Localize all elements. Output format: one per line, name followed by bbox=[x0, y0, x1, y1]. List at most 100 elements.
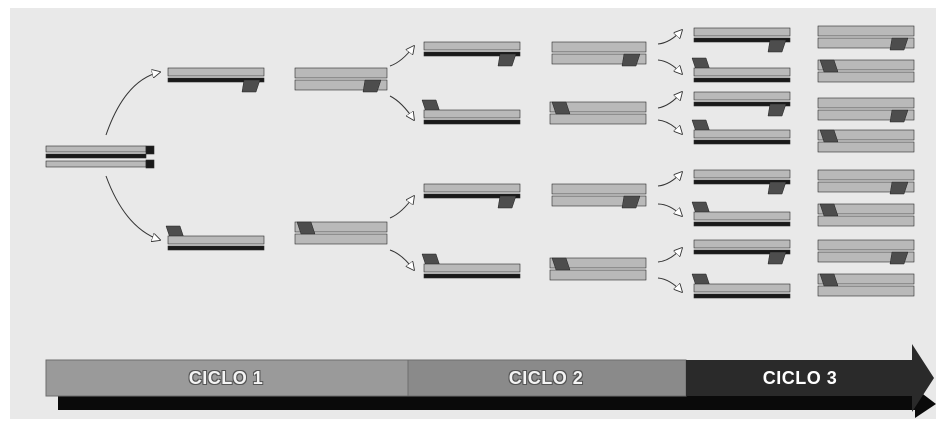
cycle-1-label: CICLO 1 bbox=[188, 368, 264, 388]
c3-f-8-strand-1 bbox=[817, 273, 915, 285]
arrow-c2-c3-4 bbox=[657, 119, 682, 134]
c3-f-7-primer bbox=[889, 251, 909, 265]
c2-c-1-top-strand bbox=[423, 41, 521, 51]
c1-b-upper-strand-1 bbox=[294, 67, 388, 79]
c3-e-3-bottom-strand bbox=[693, 101, 791, 107]
c3-e-6-top-strand bbox=[693, 211, 791, 221]
c3-e-7-primer bbox=[767, 251, 787, 265]
template-strand-bottom bbox=[45, 160, 147, 168]
c3-f-4-primer bbox=[819, 129, 839, 143]
c2-c-4-top-strand bbox=[423, 263, 521, 273]
c3-f-2-strand-2 bbox=[817, 71, 915, 83]
c3-e-7-bottom-strand bbox=[693, 249, 791, 255]
c3-e-5-top-strand bbox=[693, 169, 791, 179]
c3-e-8-bottom-strand bbox=[693, 293, 791, 299]
c2-c-4-bottom-strand bbox=[423, 273, 521, 279]
timeline-shadow-arrow bbox=[58, 388, 936, 418]
c2-d-3-primer bbox=[621, 195, 641, 209]
c3-f-4-strand-1 bbox=[817, 129, 915, 141]
c3-f-1-strand-2 bbox=[817, 37, 915, 49]
pcr-branching-diagram bbox=[45, 25, 936, 418]
c3-e-2-bottom-strand bbox=[693, 77, 791, 83]
cycle-3-label: CICLO 3 bbox=[762, 368, 838, 388]
c3-e-5-bottom-strand bbox=[693, 179, 791, 185]
c2-d-2-primer bbox=[551, 101, 571, 115]
c3-e-5-primer bbox=[767, 181, 787, 195]
c3-f-6-strand-2 bbox=[817, 215, 915, 227]
c2-d-4-primer bbox=[551, 257, 571, 271]
c3-f-1-strand-1 bbox=[817, 25, 915, 37]
c1-b-upper-strand-2 bbox=[294, 79, 388, 91]
arrow-c1-c2-2 bbox=[389, 95, 414, 120]
c3-e-6-bottom-strand bbox=[693, 221, 791, 227]
c1-a-upper-primer bbox=[241, 79, 261, 93]
c1-b-upper-primer bbox=[362, 79, 382, 93]
template-strand-top bbox=[45, 145, 147, 153]
c3-f-2-strand-1 bbox=[817, 59, 915, 71]
c3-f-2-primer bbox=[819, 59, 839, 73]
c1-a-lower-top-strand bbox=[167, 235, 265, 245]
arrow-c1-c2-3 bbox=[389, 196, 414, 219]
c2-d-4-strand-1 bbox=[549, 257, 647, 269]
c3-e-1-bottom-strand bbox=[693, 37, 791, 43]
arrow-c2-c3-5 bbox=[657, 172, 682, 187]
template-end-cap-bottom bbox=[145, 159, 155, 169]
c1-a-upper-bottom-strand bbox=[167, 77, 265, 83]
c3-f-7-strand-2 bbox=[817, 251, 915, 263]
c3-f-3-strand-1 bbox=[817, 97, 915, 109]
c3-e-4-top-strand bbox=[693, 129, 791, 139]
c1-b-lower-strand-1 bbox=[294, 221, 388, 233]
c3-f-5-strand-1 bbox=[817, 169, 915, 181]
c1-a-lower-bottom-strand bbox=[167, 245, 265, 251]
c2-c-2-top-strand bbox=[423, 109, 521, 119]
c2-d-2-strand-2 bbox=[549, 113, 647, 125]
c3-f-4-strand-2 bbox=[817, 141, 915, 153]
c2-d-1-strand-2 bbox=[551, 53, 647, 65]
c3-f-3-primer bbox=[889, 109, 909, 123]
c3-f-5-strand-2 bbox=[817, 181, 915, 193]
c3-f-6-strand-1 bbox=[817, 203, 915, 215]
c3-f-3-strand-2 bbox=[817, 109, 915, 121]
cycle-3-segment-arrow bbox=[686, 344, 934, 412]
arrow-c2-c3-1 bbox=[657, 30, 682, 45]
c2-c-2-bottom-strand bbox=[423, 119, 521, 125]
template-end-cap-top bbox=[145, 145, 155, 155]
c2-d-3-strand-1 bbox=[551, 183, 647, 195]
arrow-c2-c3-3 bbox=[657, 92, 682, 109]
c3-e-4-bottom-strand bbox=[693, 139, 791, 145]
c1-b-lower-primer bbox=[296, 221, 316, 235]
c2-c-3-primer bbox=[497, 195, 517, 209]
c2-c-3-bottom-strand bbox=[423, 193, 521, 199]
c3-e-1-top-strand bbox=[693, 27, 791, 37]
c3-f-6-primer bbox=[819, 203, 839, 217]
c3-e-8-top-strand bbox=[693, 283, 791, 293]
branch-arrow-upper bbox=[105, 72, 160, 136]
c3-e-3-primer bbox=[767, 103, 787, 117]
arrow-c2-c3-2 bbox=[657, 59, 682, 74]
c3-e-3-top-strand bbox=[693, 91, 791, 101]
c3-f-8-strand-2 bbox=[817, 285, 915, 297]
c2-c-3-top-strand bbox=[423, 183, 521, 193]
c3-e-2-top-strand bbox=[693, 67, 791, 77]
arrow-c2-c3-6 bbox=[657, 203, 682, 216]
pcr-diagram-panel bbox=[10, 8, 936, 419]
arrow-c1-c2-4 bbox=[389, 249, 414, 270]
c2-d-1-primer bbox=[621, 53, 641, 67]
cycle-2-segment bbox=[407, 359, 687, 397]
c1-a-upper-top-strand bbox=[167, 67, 265, 77]
c3-f-8-primer bbox=[819, 273, 839, 287]
c3-f-7-strand-1 bbox=[817, 239, 915, 251]
branch-arrow-lower bbox=[105, 175, 160, 240]
arrow-c1-c2-1 bbox=[389, 46, 414, 67]
c1-b-lower-strand-2 bbox=[294, 233, 388, 245]
cycle-2-label: CICLO 2 bbox=[508, 368, 584, 388]
template-strand-mid bbox=[45, 153, 147, 159]
c3-f-5-primer bbox=[889, 181, 909, 195]
arrow-c2-c3-8 bbox=[657, 277, 682, 292]
c3-e-7-top-strand bbox=[693, 239, 791, 249]
c2-d-3-strand-2 bbox=[551, 195, 647, 207]
arrow-c2-c3-7 bbox=[657, 248, 682, 263]
c2-c-1-primer bbox=[497, 53, 517, 67]
c2-d-2-strand-1 bbox=[549, 101, 647, 113]
c3-e-1-primer bbox=[767, 39, 787, 53]
